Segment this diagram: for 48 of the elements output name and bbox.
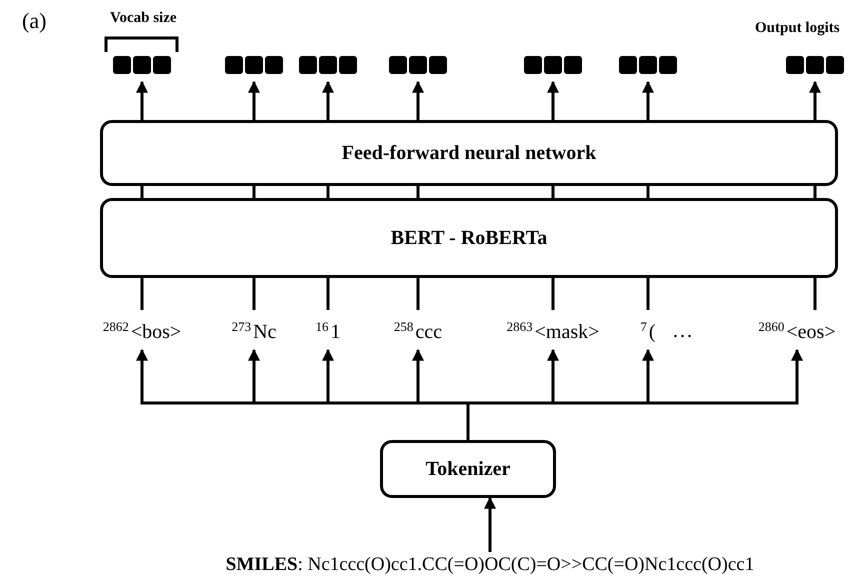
axis-label: Vocab size <box>110 10 177 27</box>
logit-squares-icon <box>113 56 171 74</box>
connector-line <box>646 186 650 198</box>
panel-label: (a) <box>22 8 46 34</box>
connector-line <box>552 278 554 310</box>
token-label: $^{273}$Nc <box>232 320 276 344</box>
connector-line <box>140 278 144 310</box>
token-label: $^{2862}$<bos> <box>102 320 182 344</box>
logit-squares-icon <box>389 56 447 74</box>
token-label: $^{16}$1 <box>316 320 340 344</box>
box-title: BERT - RoBERTa <box>390 226 548 250</box>
box-title: Tokenizer <box>426 458 510 480</box>
logit-squares-icon <box>225 56 283 74</box>
arrow <box>322 80 334 120</box>
connector-line <box>326 278 330 310</box>
connector-line <box>814 278 816 310</box>
connector-line <box>646 278 650 310</box>
logit-squares-icon <box>524 56 582 74</box>
box-title: Feed-forward neural network <box>342 142 596 164</box>
connector-line <box>252 186 256 198</box>
process-box <box>380 440 556 498</box>
arrow <box>248 80 260 120</box>
connector-line <box>416 278 420 310</box>
process-box <box>100 198 838 278</box>
connector-line <box>140 186 144 198</box>
arrow <box>412 80 424 120</box>
input-text: SMILES: Nc1ccc(O)cc1.CC(=O)OC(C)=O>>CC(=O)Nc1ccc(O)cc1 <box>226 554 754 576</box>
token-label: $^{2860}$<eos> <box>758 320 836 344</box>
arrow <box>466 348 803 440</box>
connector-line <box>326 186 330 198</box>
connector-line <box>416 186 420 198</box>
logit-squares-icon <box>786 56 844 74</box>
connector-line <box>814 186 816 198</box>
connector-line <box>552 186 554 198</box>
token-label: $^{258}$ccc <box>394 320 442 344</box>
arrow <box>136 80 148 120</box>
logit-squares-icon <box>299 56 357 74</box>
arrow <box>484 496 496 552</box>
logit-squares-icon <box>619 56 677 74</box>
arrow <box>547 80 559 120</box>
axis-label: Output logits <box>755 20 840 37</box>
connector-line <box>252 278 256 310</box>
token-label: $^{2863}$<mask> <box>506 320 600 344</box>
arrow <box>642 80 654 120</box>
ellipsis: … <box>672 318 693 343</box>
process-box <box>100 120 838 186</box>
arrow <box>809 80 821 120</box>
token-label: $^{7}$( <box>640 320 656 344</box>
